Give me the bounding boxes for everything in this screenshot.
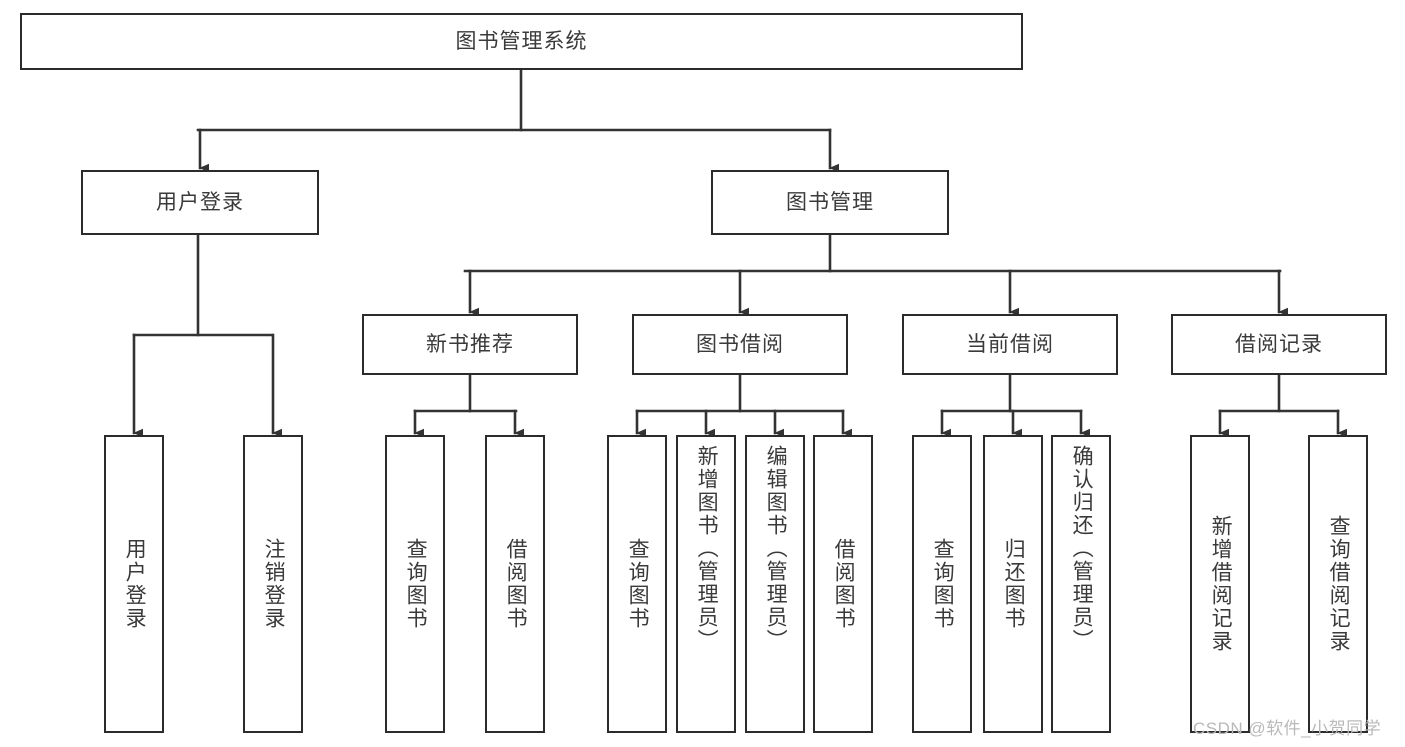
node-leaf-query-book-1[interactable]: 查询图书 bbox=[385, 435, 445, 733]
node-label-user-login: 用户登录 bbox=[156, 190, 244, 214]
node-leaf-confirm-return[interactable]: 确认归还（管理员） bbox=[1051, 435, 1111, 733]
node-leaf-query-record[interactable]: 查询借阅记录 bbox=[1308, 435, 1368, 733]
node-text-wrap: 借阅图书 bbox=[487, 437, 543, 731]
node-label-leaf-add-record: 新增借阅记录 bbox=[1209, 515, 1233, 653]
node-leaf-add-book[interactable]: 新增图书（管理员） bbox=[676, 435, 736, 733]
watermark-text: CSDN @软件_小贺同学 bbox=[1193, 719, 1382, 738]
node-leaf-add-record[interactable]: 新增借阅记录 bbox=[1190, 435, 1250, 733]
node-text-wrap: 用户登录 bbox=[106, 437, 162, 731]
node-label-leaf-query-book-3: 查询图书 bbox=[931, 538, 955, 630]
node-text-wrap: 归还图书 bbox=[985, 437, 1041, 731]
node-label-leaf-query-record: 查询借阅记录 bbox=[1327, 515, 1351, 653]
node-leaf-query-book-3[interactable]: 查询图书 bbox=[912, 435, 972, 733]
node-book-management[interactable]: 图书管理 bbox=[711, 170, 949, 235]
node-leaf-borrow-book-1[interactable]: 借阅图书 bbox=[485, 435, 545, 733]
node-text-wrap: 确认归还（管理员） bbox=[1053, 437, 1109, 731]
node-label-leaf-add-book: 新增图书（管理员） bbox=[695, 445, 719, 652]
node-user-login[interactable]: 用户登录 bbox=[81, 170, 319, 235]
node-text-wrap: 新增图书（管理员） bbox=[678, 437, 734, 731]
node-book-borrow[interactable]: 图书借阅 bbox=[632, 314, 848, 375]
node-text-wrap: 查询图书 bbox=[609, 437, 665, 731]
node-new-book-recommend[interactable]: 新书推荐 bbox=[362, 314, 578, 375]
node-label-leaf-edit-book: 编辑图书（管理员） bbox=[764, 445, 788, 652]
node-current-borrow[interactable]: 当前借阅 bbox=[902, 314, 1118, 375]
node-label-new-book-recommend: 新书推荐 bbox=[426, 332, 514, 356]
node-label-leaf-confirm-return: 确认归还（管理员） bbox=[1070, 445, 1094, 652]
node-label-book-management: 图书管理 bbox=[786, 190, 874, 214]
node-leaf-query-book-2[interactable]: 查询图书 bbox=[607, 435, 667, 733]
node-label-root: 图书管理系统 bbox=[455, 29, 588, 53]
node-text-wrap: 注销登录 bbox=[245, 437, 301, 731]
node-label-leaf-borrow-book-2: 借阅图书 bbox=[832, 538, 856, 630]
node-root[interactable]: 图书管理系统 bbox=[20, 13, 1023, 70]
node-label-leaf-query-book-2: 查询图书 bbox=[626, 538, 650, 630]
node-label-leaf-return-book: 归还图书 bbox=[1002, 538, 1026, 630]
connector-lines bbox=[132, 68, 1348, 438]
node-label-leaf-borrow-book-1: 借阅图书 bbox=[504, 538, 528, 630]
node-text-wrap: 查询借阅记录 bbox=[1310, 437, 1366, 731]
node-borrow-record[interactable]: 借阅记录 bbox=[1171, 314, 1387, 375]
node-label-leaf-logout: 注销登录 bbox=[262, 538, 286, 630]
node-text-wrap: 编辑图书（管理员） bbox=[747, 437, 803, 731]
node-text-wrap: 新增借阅记录 bbox=[1192, 437, 1248, 731]
node-leaf-return-book[interactable]: 归还图书 bbox=[983, 435, 1043, 733]
node-text-wrap: 查询图书 bbox=[914, 437, 970, 731]
node-text-wrap: 借阅图书 bbox=[815, 437, 871, 731]
node-leaf-user-login[interactable]: 用户登录 bbox=[104, 435, 164, 733]
node-text-wrap: 查询图书 bbox=[387, 437, 443, 731]
node-label-leaf-query-book-1: 查询图书 bbox=[404, 538, 428, 630]
node-label-current-borrow: 当前借阅 bbox=[966, 332, 1054, 356]
node-label-borrow-record: 借阅记录 bbox=[1235, 332, 1323, 356]
node-leaf-logout[interactable]: 注销登录 bbox=[243, 435, 303, 733]
node-label-book-borrow: 图书借阅 bbox=[696, 332, 784, 356]
node-label-leaf-user-login: 用户登录 bbox=[123, 538, 147, 630]
node-leaf-edit-book[interactable]: 编辑图书（管理员） bbox=[745, 435, 805, 733]
node-leaf-borrow-book-2[interactable]: 借阅图书 bbox=[813, 435, 873, 733]
